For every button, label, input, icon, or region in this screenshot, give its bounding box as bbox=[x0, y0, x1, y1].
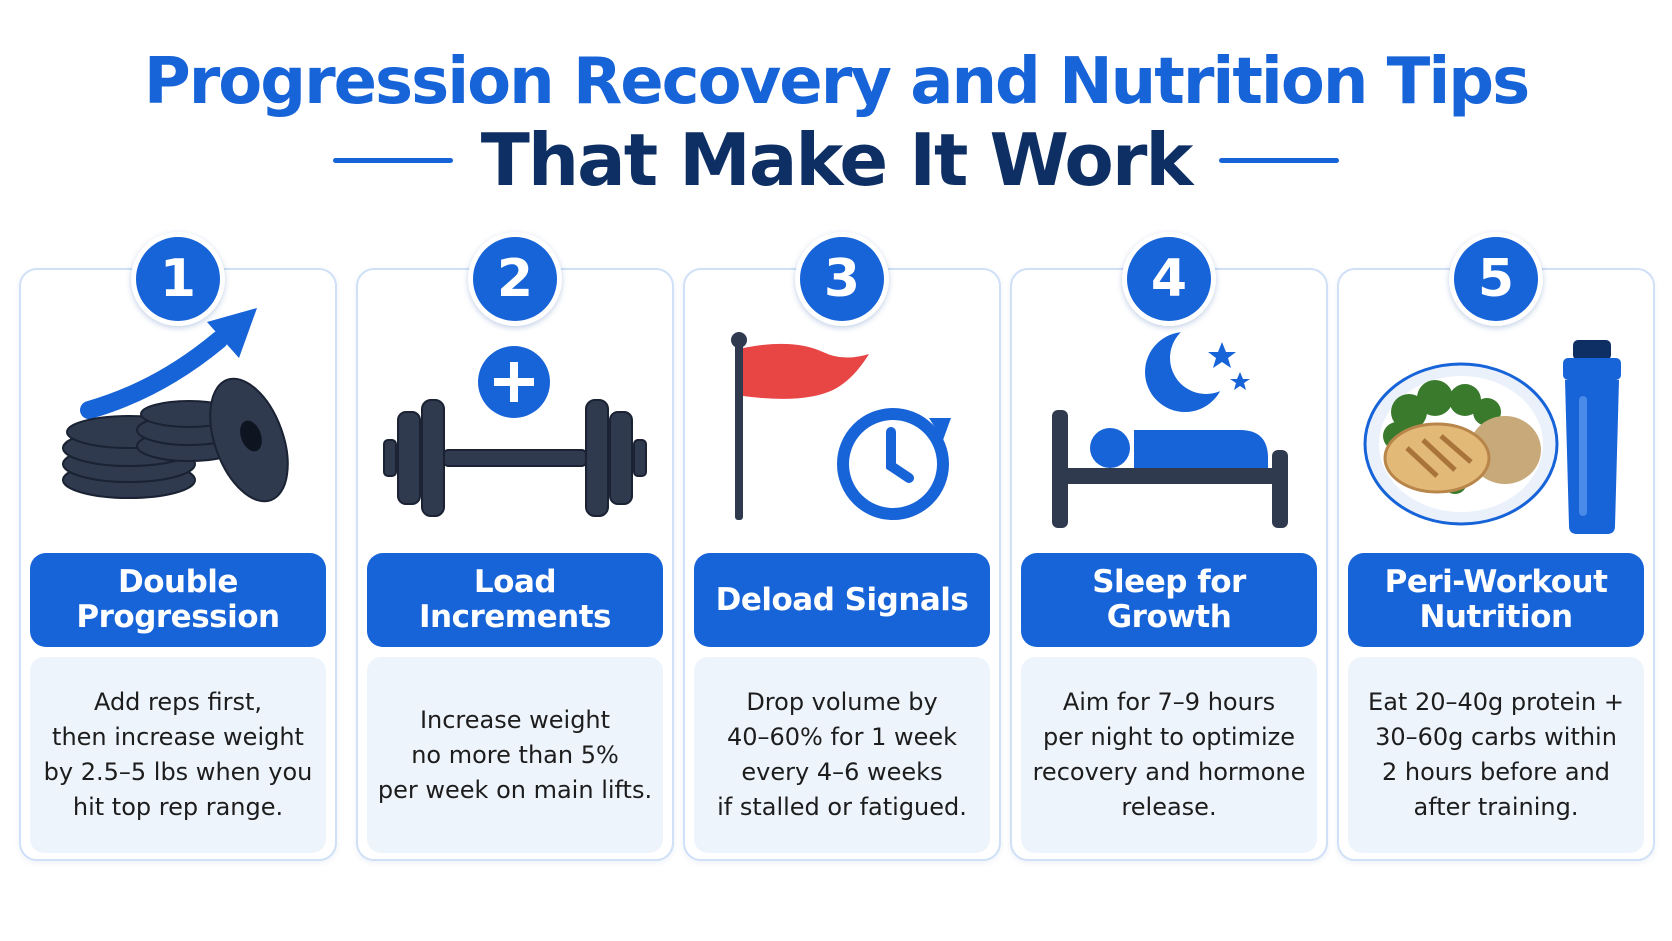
step-number-1: 1 bbox=[131, 232, 225, 326]
step-number-4: 4 bbox=[1122, 232, 1216, 326]
card-description-5: Eat 20–40g protein + 30–60g carbs within… bbox=[1348, 657, 1644, 853]
card-description-2: Increase weight no more than 5% per week… bbox=[367, 657, 663, 853]
title-line-1: Progression Recovery and Nutrition Tips bbox=[143, 45, 1530, 119]
dumbbell-plus-icon bbox=[356, 300, 674, 550]
card-heading-1: Double Progression bbox=[30, 553, 326, 647]
card-heading-4: Sleep for Growth bbox=[1021, 553, 1317, 647]
card-description-4: Aim for 7–9 hours per night to optimize … bbox=[1021, 657, 1317, 853]
meal-shaker-icon bbox=[1337, 300, 1655, 550]
weight-plates-arrow-icon bbox=[19, 300, 337, 550]
card-heading-2: Load Increments bbox=[367, 553, 663, 647]
title-line-2: That Make It Work bbox=[480, 118, 1194, 202]
step-number-3: 3 bbox=[795, 232, 889, 326]
bed-moon-icon bbox=[1010, 300, 1328, 550]
step-number-2: 2 bbox=[468, 232, 562, 326]
card-description-1: Add reps first, then increase weight by … bbox=[30, 657, 326, 853]
title-dash-left bbox=[332, 157, 453, 163]
red-flag-clock-icon bbox=[683, 300, 1001, 550]
card-heading-3: Deload Signals bbox=[694, 553, 990, 647]
step-number-5: 5 bbox=[1449, 232, 1543, 326]
card-heading-5: Peri-Workout Nutrition bbox=[1348, 553, 1644, 647]
title-line-2-row: That Make It Work bbox=[0, 118, 1672, 202]
card-description-3: Drop volume by 40–60% for 1 week every 4… bbox=[694, 657, 990, 853]
title-dash-right bbox=[1219, 157, 1340, 163]
